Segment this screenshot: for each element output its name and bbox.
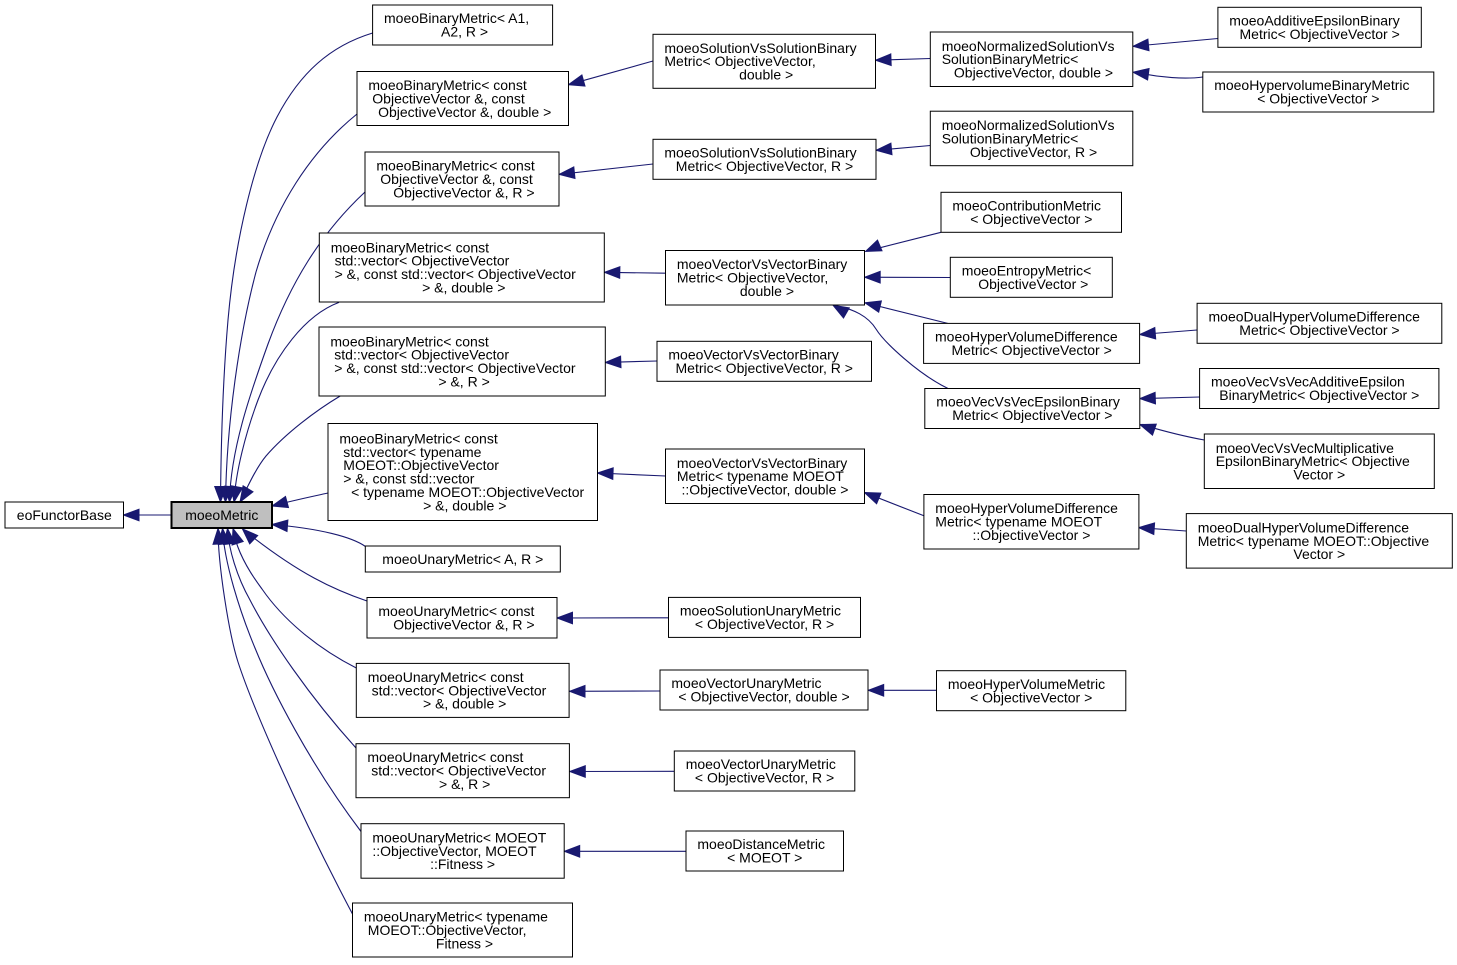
svg-text:< typename MOEOT::ObjectiveVec: < typename MOEOT::ObjectiveVector [351, 484, 584, 500]
svg-text:moeoBinaryMetric< A1,: moeoBinaryMetric< A1, [384, 10, 529, 26]
svg-text:> &, const std::vector: > &, const std::vector [343, 471, 474, 487]
svg-text:moeoNormalizedSolutionVs: moeoNormalizedSolutionVs [942, 117, 1115, 133]
svg-text:moeoHyperVolumeDifference: moeoHyperVolumeDifference [935, 329, 1118, 345]
svg-text:moeoVectorUnaryMetric: moeoVectorUnaryMetric [671, 675, 821, 691]
svg-text:::ObjectiveVector >: ::ObjectiveVector > [973, 527, 1091, 543]
svg-text:moeoBinaryMetric< const: moeoBinaryMetric< const [376, 158, 534, 174]
svg-text:moeoUnaryMetric< const: moeoUnaryMetric< const [367, 749, 523, 765]
svg-text:ObjectiveVector >: ObjectiveVector > [978, 276, 1088, 292]
svg-text:BinaryMetric< ObjectiveVector: BinaryMetric< ObjectiveVector > [1219, 387, 1419, 403]
svg-text:ObjectiveVector &, const: ObjectiveVector &, const [372, 90, 525, 106]
svg-text:moeoEntropyMetric<: moeoEntropyMetric< [962, 263, 1092, 279]
svg-text:moeoContributionMetric: moeoContributionMetric [952, 198, 1101, 214]
svg-text:Metric< ObjectiveVector >: Metric< ObjectiveVector > [1239, 322, 1399, 338]
svg-text:Metric< ObjectiveVector,: Metric< ObjectiveVector, [664, 53, 815, 69]
svg-text:MOEOT::ObjectiveVector: MOEOT::ObjectiveVector [343, 457, 499, 473]
svg-text:moeoSolutionVsSolutionBinary: moeoSolutionVsSolutionBinary [664, 145, 856, 161]
svg-text:moeoHyperVolumeMetric: moeoHyperVolumeMetric [948, 676, 1105, 692]
svg-text:moeoVecVsVecAdditiveEpsilon: moeoVecVsVecAdditiveEpsilon [1211, 374, 1405, 390]
svg-text:double >: double > [739, 67, 793, 83]
svg-text:moeoVectorVsVectorBinary: moeoVectorVsVectorBinary [677, 256, 847, 272]
svg-text:SolutionBinaryMetric<: SolutionBinaryMetric< [942, 51, 1079, 67]
svg-text:::Fitness >: ::Fitness > [430, 856, 495, 872]
svg-text:ObjectiveVector, double >: ObjectiveVector, double > [954, 65, 1113, 81]
svg-text:std::vector< typename: std::vector< typename [343, 444, 481, 460]
svg-text:moeoUnaryMetric< const: moeoUnaryMetric< const [368, 669, 524, 685]
svg-text:ObjectiveVector &, double >: ObjectiveVector &, double > [378, 104, 551, 120]
svg-text:< ObjectiveVector >: < ObjectiveVector > [1257, 91, 1379, 107]
svg-text:eoFunctorBase: eoFunctorBase [17, 507, 112, 523]
svg-text:moeoSolutionUnaryMetric: moeoSolutionUnaryMetric [680, 603, 841, 619]
svg-text:moeoNormalizedSolutionVs: moeoNormalizedSolutionVs [942, 38, 1115, 54]
svg-text:moeoHypervolumeBinaryMetric: moeoHypervolumeBinaryMetric [1214, 77, 1409, 93]
svg-text:Metric< typename MOEOT::Object: Metric< typename MOEOT::Objective [1198, 533, 1430, 549]
svg-text:std::vector< ObjectiveVector: std::vector< ObjectiveVector [371, 763, 546, 779]
svg-text:MOEOT::ObjectiveVector,: MOEOT::ObjectiveVector, [368, 922, 527, 938]
svg-text:Vector >: Vector > [1293, 467, 1345, 483]
svg-text:Metric< typename MOEOT: Metric< typename MOEOT [677, 468, 844, 484]
svg-text:< ObjectiveVector >: < ObjectiveVector > [970, 689, 1092, 705]
svg-text:Metric< ObjectiveVector >: Metric< ObjectiveVector > [952, 407, 1112, 423]
svg-text:ObjectiveVector &, R >: ObjectiveVector &, R > [393, 184, 534, 200]
svg-text:Metric< ObjectiveVector, R >: Metric< ObjectiveVector, R > [676, 360, 853, 376]
svg-text:< MOEOT >: < MOEOT > [727, 850, 802, 866]
svg-text:> &, double >: > &, double > [423, 497, 506, 513]
svg-text:< ObjectiveVector >: < ObjectiveVector > [970, 211, 1092, 227]
svg-text:Metric< ObjectiveVector >: Metric< ObjectiveVector > [952, 342, 1112, 358]
svg-text:moeoDistanceMetric: moeoDistanceMetric [697, 836, 825, 852]
svg-text:moeoDualHyperVolumeDifference: moeoDualHyperVolumeDifference [1198, 519, 1410, 535]
svg-text:ObjectiveVector &, R >: ObjectiveVector &, R > [393, 616, 534, 632]
svg-text:std::vector< ObjectiveVector: std::vector< ObjectiveVector [372, 682, 547, 698]
svg-text:> &, double >: > &, double > [422, 280, 505, 296]
svg-text:moeoMetric: moeoMetric [185, 507, 258, 523]
svg-text:::ObjectiveVector, double >: ::ObjectiveVector, double > [682, 482, 849, 498]
svg-text:< ObjectiveVector, R >: < ObjectiveVector, R > [695, 770, 834, 786]
svg-text:::ObjectiveVector, MOEOT: ::ObjectiveVector, MOEOT [372, 843, 537, 859]
svg-text:Metric< ObjectiveVector,: Metric< ObjectiveVector, [677, 270, 828, 286]
svg-text:< ObjectiveVector, R >: < ObjectiveVector, R > [695, 616, 834, 632]
svg-text:> &, double >: > &, double > [423, 696, 506, 712]
svg-text:SolutionBinaryMetric<: SolutionBinaryMetric< [942, 130, 1079, 146]
svg-text:moeoVectorVsVectorBinary: moeoVectorVsVectorBinary [668, 347, 838, 363]
svg-text:moeoUnaryMetric< MOEOT: moeoUnaryMetric< MOEOT [372, 830, 546, 846]
svg-text:EpsilonBinaryMetric< Objective: EpsilonBinaryMetric< Objective [1216, 453, 1410, 469]
svg-text:Fitness >: Fitness > [436, 935, 493, 951]
svg-text:std::vector< ObjectiveVector: std::vector< ObjectiveVector [334, 347, 509, 363]
svg-text:moeoBinaryMetric< const: moeoBinaryMetric< const [339, 430, 497, 446]
svg-text:moeoVecVsVecMultiplicative: moeoVecVsVecMultiplicative [1216, 440, 1394, 456]
svg-text:moeoSolutionVsSolutionBinary: moeoSolutionVsSolutionBinary [664, 40, 856, 56]
svg-text:std::vector< ObjectiveVector: std::vector< ObjectiveVector [335, 253, 510, 269]
svg-text:Vector >: Vector > [1293, 546, 1345, 562]
svg-text:Metric< ObjectiveVector, R >: Metric< ObjectiveVector, R > [676, 158, 853, 174]
svg-text:moeoBinaryMetric< const: moeoBinaryMetric< const [330, 333, 488, 349]
svg-text:A2, R >: A2, R > [441, 24, 488, 40]
svg-text:moeoVecVsVecEpsilonBinary: moeoVecVsVecEpsilonBinary [936, 394, 1120, 410]
svg-text:Metric< ObjectiveVector >: Metric< ObjectiveVector > [1240, 26, 1400, 42]
svg-text:double >: double > [740, 283, 794, 299]
svg-text:> &, const std::vector< Object: > &, const std::vector< ObjectiveVector [334, 360, 576, 376]
svg-text:ObjectiveVector &, const: ObjectiveVector &, const [380, 171, 533, 187]
svg-text:moeoUnaryMetric< typename: moeoUnaryMetric< typename [364, 909, 548, 925]
svg-text:moeoDualHyperVolumeDifference: moeoDualHyperVolumeDifference [1209, 309, 1421, 325]
svg-text:moeoHyperVolumeDifference: moeoHyperVolumeDifference [935, 500, 1118, 516]
svg-text:> &, R >: > &, R > [439, 776, 490, 792]
svg-text:> &, R >: > &, R > [438, 374, 489, 390]
svg-text:ObjectiveVector, R >: ObjectiveVector, R > [970, 144, 1097, 160]
svg-text:> &, const std::vector< Object: > &, const std::vector< ObjectiveVector [335, 266, 577, 282]
svg-text:moeoVectorUnaryMetric: moeoVectorUnaryMetric [686, 756, 836, 772]
svg-text:moeoBinaryMetric< const: moeoBinaryMetric< const [368, 77, 526, 93]
svg-text:moeoUnaryMetric< const: moeoUnaryMetric< const [378, 603, 534, 619]
svg-text:moeoVectorVsVectorBinary: moeoVectorVsVectorBinary [677, 455, 847, 471]
svg-text:moeoBinaryMetric< const: moeoBinaryMetric< const [331, 239, 489, 255]
svg-text:< ObjectiveVector, double >: < ObjectiveVector, double > [678, 689, 849, 705]
svg-text:moeoUnaryMetric< A, R >: moeoUnaryMetric< A, R > [382, 551, 543, 567]
svg-text:moeoAdditiveEpsilonBinary: moeoAdditiveEpsilonBinary [1229, 13, 1399, 29]
svg-text:Metric< typename MOEOT: Metric< typename MOEOT [935, 514, 1102, 530]
